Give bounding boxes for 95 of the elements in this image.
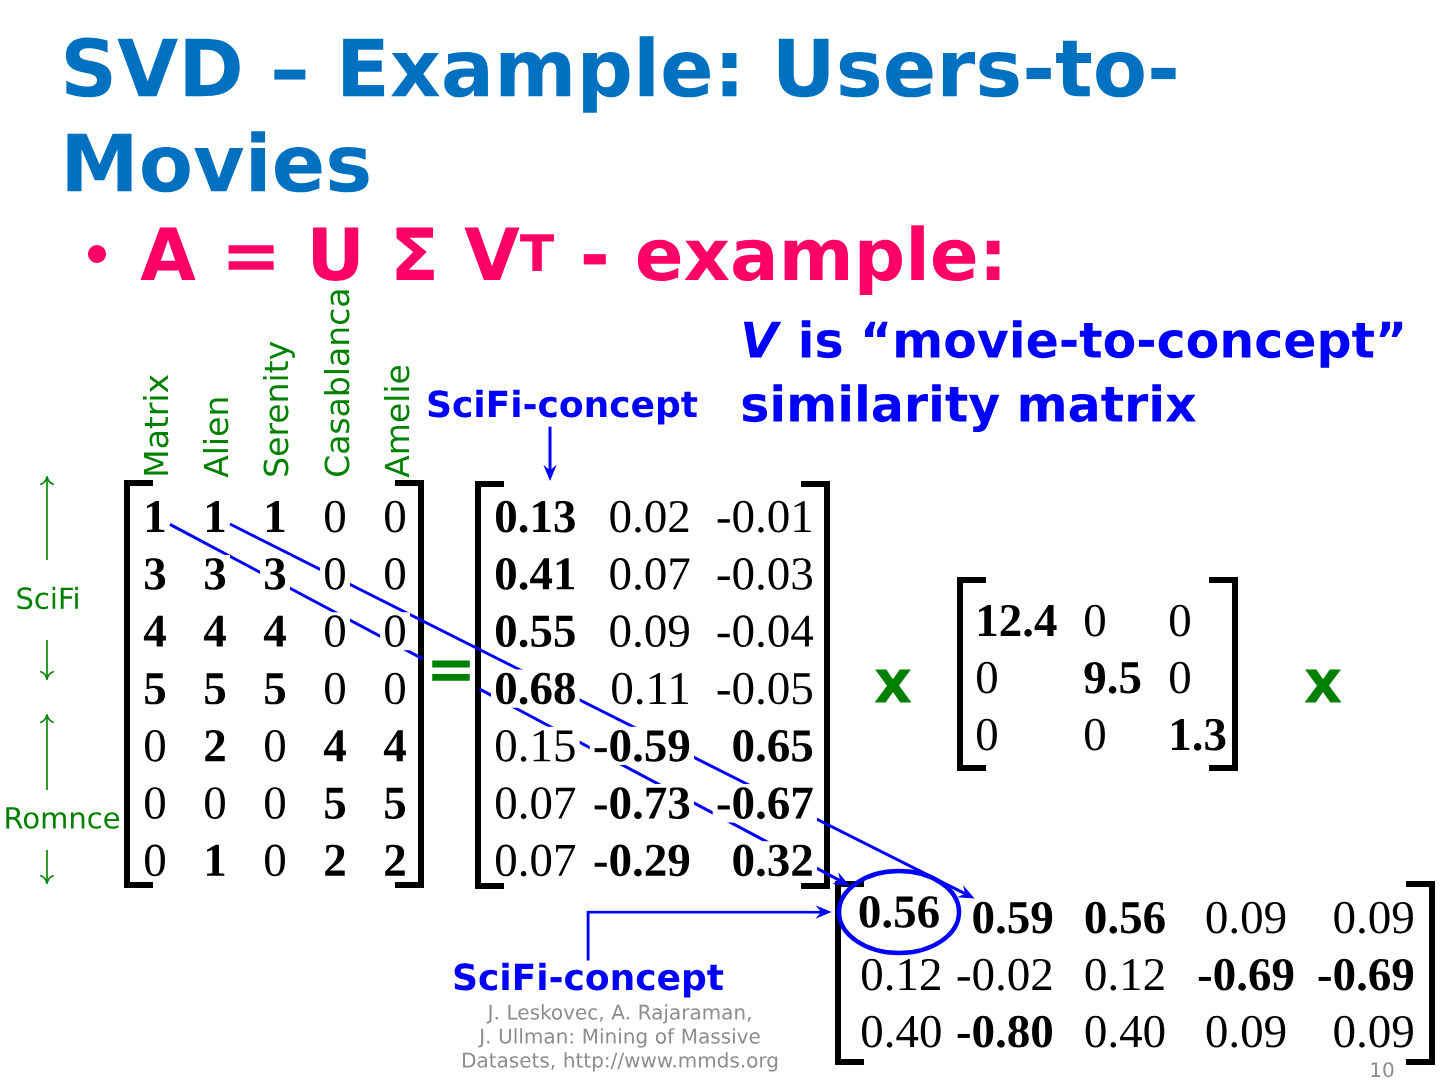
- matrix-entry: 5: [385, 787, 406, 819]
- matrix-entry: 5: [145, 673, 166, 705]
- matrix-entry: 0: [385, 615, 405, 648]
- column-label: Amelie: [383, 365, 410, 478]
- matrix-entry: -0.03: [717, 558, 812, 590]
- matrix-entry: 3: [145, 558, 166, 590]
- matrix-entry: 4: [383, 730, 406, 762]
- matrix-entry: 2: [325, 844, 345, 876]
- matrix-entry: 0.02: [610, 500, 689, 533]
- matrix-entry: 3: [205, 558, 226, 590]
- matrix-entry: 0: [977, 718, 997, 751]
- column-label: Matrix: [142, 375, 169, 475]
- citation-text: J. Leskovec, A. Rajaraman, J. Ullman: Mining of Massive Datasets, http://www.mmds.org: [463, 1004, 778, 1072]
- matrix-entry: -0.69: [1198, 958, 1294, 991]
- matrix-entry: 0.09: [610, 615, 689, 648]
- matrix-entry: 12.4: [979, 604, 1057, 637]
- matrix-entry: 2: [205, 730, 225, 762]
- matrix-entry: 0.56: [1085, 901, 1165, 934]
- matrix-entry: 1.3: [1172, 718, 1226, 751]
- matrix-entry: 0.68: [496, 672, 575, 705]
- operator-sign: =: [432, 660, 470, 681]
- matrix-entry: -0.02: [957, 958, 1052, 991]
- matrix-entry: 0.12: [1085, 958, 1164, 991]
- matrix-entry: -0.67: [717, 787, 813, 820]
- matrix-entry: 4: [263, 615, 286, 647]
- matrix-entry: -0.29: [594, 844, 690, 877]
- matrix-entry: 0.07: [496, 787, 576, 820]
- matrix-entry: 0.40: [862, 1015, 941, 1048]
- matrix-entry: -0.05: [717, 672, 812, 705]
- matrix-entry: 0.32: [733, 844, 812, 877]
- matrix-entry: 1: [267, 501, 285, 532]
- matrix-entry: 1: [207, 501, 225, 532]
- matrix-entry: 0.65: [733, 729, 813, 762]
- matrix-entry: 0.59: [973, 901, 1053, 934]
- operator-sign: x: [874, 669, 912, 703]
- column-label: Alien: [202, 398, 229, 478]
- matrix-entry: 0.11: [612, 672, 688, 705]
- row-group-label: SciFi: [17, 586, 78, 610]
- matrix-entry: 0.09: [1334, 901, 1413, 934]
- matrix-entry: 0.13: [496, 500, 575, 533]
- matrix-entry: 0: [325, 672, 345, 705]
- matrix-entry: 3: [265, 558, 286, 590]
- matrix-entry: 0.41: [496, 558, 574, 590]
- matrix-entry: 0: [1170, 661, 1190, 694]
- matrix-entry: 5: [265, 673, 286, 705]
- matrix-entry: 0: [145, 729, 165, 762]
- row-group-label: Romnce: [6, 807, 119, 829]
- matrix-entry: 0: [385, 500, 405, 533]
- matrix-entry: -0.69: [1318, 958, 1414, 991]
- circled-entry: 0.56: [836, 868, 962, 956]
- matrix-entry: 0.09: [1206, 901, 1286, 934]
- matrix-entry: 5: [205, 673, 226, 705]
- matrix-entry: 0.15: [496, 729, 575, 762]
- matrix-entry: -0.01: [717, 500, 811, 533]
- page-number: 10: [1371, 1062, 1394, 1078]
- matrix-entry: 4: [143, 615, 166, 647]
- matrix-entry: -0.04: [717, 615, 814, 648]
- matrix-entry: 0: [325, 500, 345, 533]
- matrix-entry: 0: [205, 787, 225, 819]
- matrix-entry: 0: [385, 672, 405, 705]
- matrix-entry: 0: [145, 787, 165, 819]
- matrix-entry: 0.55: [496, 615, 575, 648]
- matrix-entry: 0: [265, 729, 285, 762]
- matrix-entry: -0.73: [594, 787, 690, 820]
- matrix-entry: -0.80: [957, 1015, 1052, 1048]
- matrix-entry: 0.07: [496, 844, 576, 877]
- column-label: Serenity: [262, 341, 295, 476]
- matrix-entry: 0: [1085, 718, 1105, 751]
- matrix-entry: 2: [385, 844, 405, 876]
- matrix-entry: 0: [1170, 604, 1190, 637]
- matrix-entry: 0: [325, 615, 345, 648]
- matrix-entry: 0.07: [610, 558, 690, 590]
- matrix-entry: 0.09: [1206, 1015, 1286, 1048]
- matrix-entry: -0.59: [594, 729, 690, 762]
- matrix-entry: 0: [977, 661, 997, 694]
- operator-sign: x: [1304, 669, 1342, 703]
- matrix-entry: 1: [147, 501, 165, 532]
- matrix-entry: 0: [145, 844, 165, 877]
- annotation-text: V is “movie-to-concept” similarity matrix: [742, 320, 1403, 432]
- concept-label: SciFi-concept: [454, 962, 724, 998]
- matrix-entry: 0: [325, 558, 345, 590]
- matrix-entry: 1: [207, 844, 225, 876]
- matrix-entry: 0: [265, 844, 285, 877]
- slide-title: SVD – Example: Users-to-Movies: [65, 36, 1176, 193]
- matrix-entry: 9.5: [1084, 661, 1141, 694]
- matrix-entry: 0: [265, 787, 285, 819]
- matrix-entry: 4: [203, 615, 226, 647]
- concept-label: SciFi-concept: [428, 389, 698, 425]
- matrix-entry: 4: [323, 730, 346, 762]
- matrix-entry: 0.09: [1334, 1015, 1413, 1048]
- matrix-entry: 0: [1085, 604, 1105, 637]
- matrix-entry: 0.12: [862, 958, 940, 991]
- matrix-entry: 0: [385, 558, 405, 590]
- matrix-entry: 0.40: [1085, 1015, 1165, 1048]
- matrix-entry: 5: [325, 787, 346, 819]
